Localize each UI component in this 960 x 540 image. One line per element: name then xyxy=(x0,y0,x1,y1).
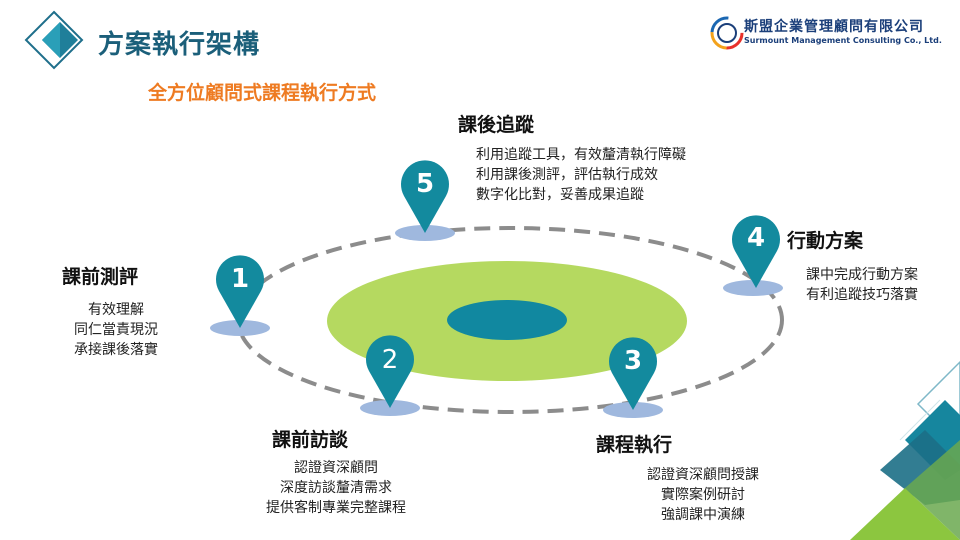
map-pin-icon-2: 2 xyxy=(366,335,414,408)
step-4-title: 行動方案 xyxy=(787,230,864,252)
step-2-title: 課前訪談 xyxy=(272,429,349,451)
step-5-title: 課後追蹤 xyxy=(458,114,535,136)
step-1-description: 有效理解 同仁當責現況 承接課後落實 xyxy=(46,300,186,360)
step-5-line: 利用追蹤工具，有效釐清執行障礙 xyxy=(476,147,686,163)
step-1-line: 承接課後落實 xyxy=(74,342,158,358)
step-2-line: 提供客制專業完整課程 xyxy=(266,500,406,516)
svg-text:3: 3 xyxy=(624,346,642,376)
step-2-line: 認證資深顧問 xyxy=(294,460,378,476)
company-name-cn: 斯盟企業管理顧問有限公司 xyxy=(744,19,924,35)
step-4-description: 課中完成行動方案 有利追蹤技巧落實 xyxy=(806,265,918,305)
step-3-description: 認證資深顧問授課 實際案例研討 強調課中演練 xyxy=(628,465,778,525)
company-logo-icon xyxy=(710,16,744,50)
step-4-line: 有利追蹤技巧落實 xyxy=(806,287,918,303)
step-2-line: 深度訪談釐清需求 xyxy=(280,480,392,496)
step-3-line: 認證資深顧問授課 xyxy=(647,467,759,483)
inner-disc xyxy=(447,300,567,340)
map-pin-icon-1: 1 xyxy=(216,255,264,328)
step-5-line: 數字化比對，妥善成果追蹤 xyxy=(476,187,644,203)
step-3-line: 強調課中演練 xyxy=(661,507,745,523)
step-5-description: 利用追蹤工具，有效釐清執行障礙 利用課後測評，評估執行成效 數字化比對，妥善成果… xyxy=(476,145,686,205)
map-pin-icon-5: 5 xyxy=(401,160,449,233)
step-1-line: 有效理解 xyxy=(88,302,144,318)
svg-text:2: 2 xyxy=(382,345,399,375)
map-pin-icon-4: 4 xyxy=(732,215,780,288)
company-name-en: Surmount Management Consulting Co., Ltd. xyxy=(744,36,942,45)
step-1-title: 課前測評 xyxy=(62,266,139,288)
page-title: 方案執行架構 xyxy=(98,30,261,60)
svg-text:5: 5 xyxy=(416,169,434,199)
step-5-line: 利用課後測評，評估執行成效 xyxy=(476,167,658,183)
step-3-title: 課程執行 xyxy=(596,434,673,456)
svg-text:4: 4 xyxy=(747,223,765,253)
map-pin-icon-3: 3 xyxy=(609,337,657,410)
step-3-line: 實際案例研討 xyxy=(661,487,745,503)
pin-shadow-4 xyxy=(723,280,783,296)
step-2-description: 認證資深顧問 深度訪談釐清需求 提供客制專業完整課程 xyxy=(236,458,436,518)
svg-text:1: 1 xyxy=(231,264,249,294)
page-subtitle: 全方位顧問式課程執行方式 xyxy=(148,82,377,104)
corner-decoration xyxy=(800,360,960,540)
step-4-line: 課中完成行動方案 xyxy=(806,267,918,283)
step-1-line: 同仁當責現況 xyxy=(74,322,158,338)
title-diamond-icon xyxy=(24,10,84,70)
